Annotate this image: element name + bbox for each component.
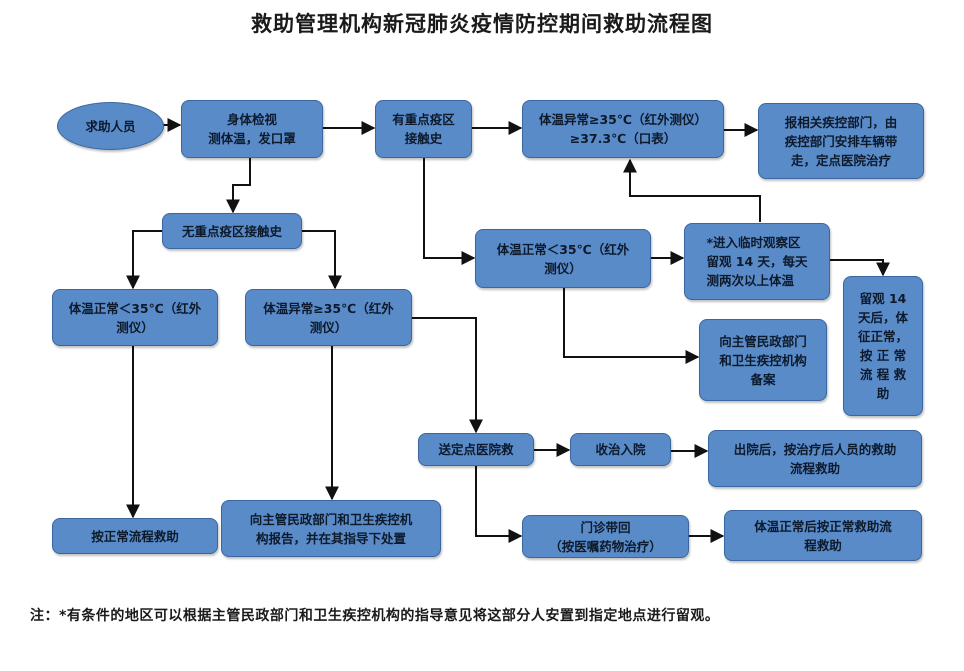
arrow-contact-to-normal: [423, 158, 476, 265]
arrow-observe-to-abnormal: [623, 158, 761, 222]
node-report-guidance: 向主管民政部门和卫生疾控机 构报告，并在其指导下处置: [221, 500, 441, 557]
arrow-normal-to-record: [563, 288, 700, 364]
node-normal-temp-contact: 体温正常＜35℃（红外 测仪）: [475, 229, 651, 288]
node-abnormal-temp-contact: 体温异常≥35℃（红外测仪） ≥37.3℃（口表）: [522, 100, 724, 158]
node-normal-after: 体温正常后按正常救助流 程救助: [724, 510, 922, 561]
arrow-abnormal-to-hospital: [412, 317, 483, 434]
node-seeker: 求助人员: [57, 102, 164, 150]
footnote: 注：*有条件的地区可以根据主管民政部门和卫生疾控机构的指导意见将这部分人安置到指…: [30, 608, 720, 624]
arrow-check-to-nocontact: [226, 158, 251, 214]
node-outpatient: 门诊带回 （按医嘱药物治疗）: [522, 515, 689, 558]
node-no-contact: 无重点疫区接触史: [162, 213, 302, 249]
node-normal-temp-no-contact: 体温正常＜35℃（红外 测仪）: [52, 289, 218, 346]
node-send-hospital: 送定点医院救: [418, 433, 534, 466]
node-observe: *进入临时观察区 留观 14 天，每天 测两次以上体温: [684, 223, 830, 300]
node-abnormal-temp-no-contact: 体温异常≥35℃（红外 测仪）: [245, 289, 412, 346]
node-file-record: 向主管民政部门 和卫生疾控机构 备案: [699, 319, 827, 401]
arrow-nocontact-to-abnormal: [302, 230, 342, 290]
arrow-nocontact-to-normal: [126, 230, 162, 290]
arrow-hospital-to-outpatient: [475, 466, 523, 543]
node-normal-rescue: 按正常流程救助: [52, 518, 218, 554]
node-check-temp: 身体检视 测体温，发口罩: [181, 100, 323, 158]
diagram-title: 救助管理机构新冠肺炎疫情防控期间救助流程图: [251, 12, 713, 36]
node-admitted: 收治入院: [570, 433, 671, 466]
arrow-observe-to-after: [830, 259, 890, 277]
node-after-observe: 留观 14 天后，体 征正常， 按 正 常 流 程 救 助: [843, 276, 923, 416]
node-has-contact: 有重点疫区 接触史: [375, 100, 472, 158]
node-report-cdc: 报相关疾控部门，由 疾控部门安排车辆带 走，定点医院治疗: [758, 103, 924, 179]
node-after-discharge: 出院后，按治疗后人员的救助 流程救助: [708, 430, 922, 487]
